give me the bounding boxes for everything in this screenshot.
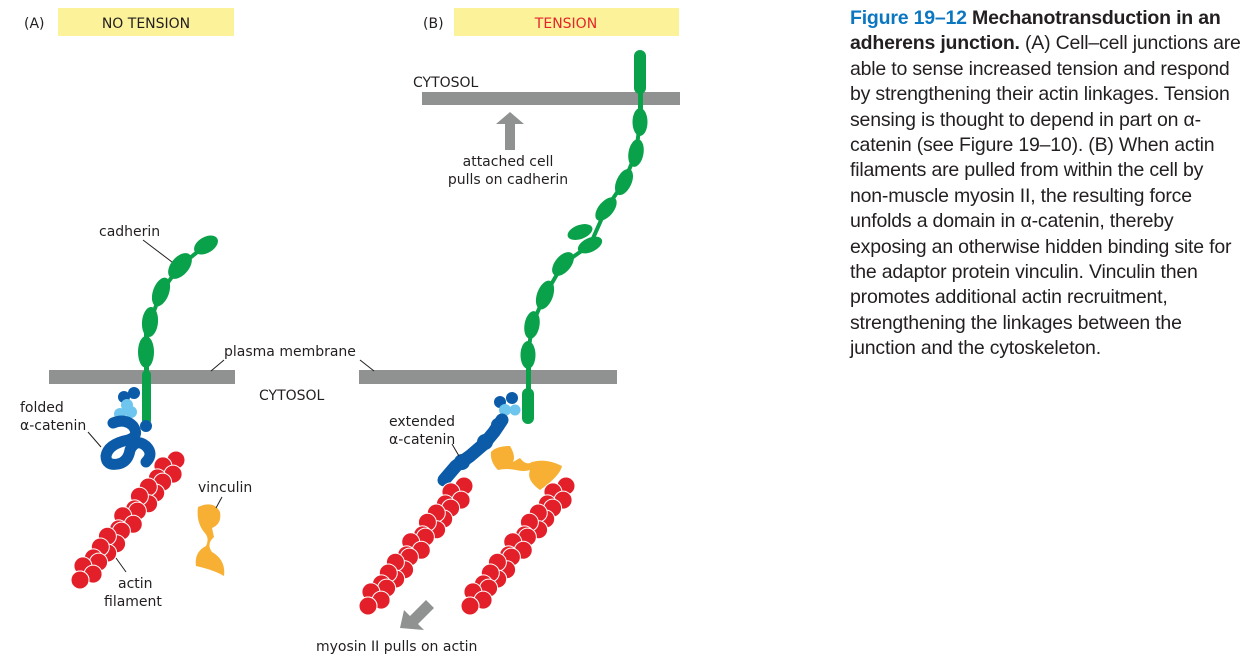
figure-number: Figure 19–12 [850, 7, 967, 29]
down-left-arrow-icon [400, 600, 434, 630]
folded-alpha-catenin [100, 387, 156, 470]
leader-cadherin [142, 239, 173, 263]
actin-filament-a [70, 450, 186, 590]
extended-alpha-catenin [437, 392, 521, 487]
panel-a-header: (A) NO TENSION [24, 8, 234, 36]
actin-monomer [70, 570, 90, 590]
label-myosin: myosin II pulls on actin [316, 639, 477, 655]
neighbor-cell-membrane [422, 92, 680, 105]
label-attached-line2: pulls on cadherin [448, 172, 568, 188]
panel-a-title: NO TENSION [102, 16, 190, 32]
label-actin-line2: filament [104, 594, 162, 610]
leader-vinculin [215, 496, 223, 509]
figure-title: Mechanotransduction in an adherens junct… [850, 7, 1221, 55]
leader-extended-catenin [451, 443, 460, 457]
label-extended-line1: extended [389, 414, 455, 430]
panel-a-header-bg [58, 8, 234, 36]
leader-actin [115, 557, 127, 573]
actin-filament-b-right [460, 476, 576, 616]
figure-caption-body: (A) Cell–cell junctions are able to sens… [850, 32, 1241, 360]
panel-b-header: (B) TENSION [423, 8, 679, 36]
actin-monomer [460, 596, 480, 616]
label-cadherin: cadherin [99, 224, 160, 240]
label-folded-line2: α-catenin [20, 418, 86, 434]
up-arrow-icon [496, 112, 524, 150]
label-cytosol-a: CYTOSOL [259, 388, 325, 404]
label-extended-line2: α-catenin [389, 432, 455, 448]
leader-plasma-membrane-b [359, 359, 375, 372]
leader-plasma-membrane-a [210, 359, 225, 372]
vinculin-b [490, 446, 562, 490]
cadherin-b [520, 50, 648, 424]
panel-b-header-bg [454, 8, 679, 36]
actin-monomer [358, 596, 378, 616]
label-attached-line1: attached cell [463, 154, 554, 170]
vinculin-a [195, 504, 225, 576]
panel-b-letter: (B) [423, 16, 444, 32]
label-actin-line1: actin [118, 576, 153, 592]
leader-folded-catenin [87, 431, 102, 448]
panel-a-letter: (A) [24, 16, 45, 32]
label-vinculin: vinculin [198, 480, 252, 496]
label-folded-line1: folded [20, 400, 64, 416]
panel-b-title: TENSION [534, 16, 597, 32]
label-cytosol-b: CYTOSOL [413, 75, 479, 91]
cadherin-a [138, 235, 218, 425]
plasma-membrane-b [359, 370, 617, 384]
actin-filament-b-left [358, 476, 474, 616]
label-plasma-membrane: plasma membrane [224, 344, 356, 360]
figure-caption: Figure 19–12 Mechanotransduction in an a… [850, 6, 1246, 362]
